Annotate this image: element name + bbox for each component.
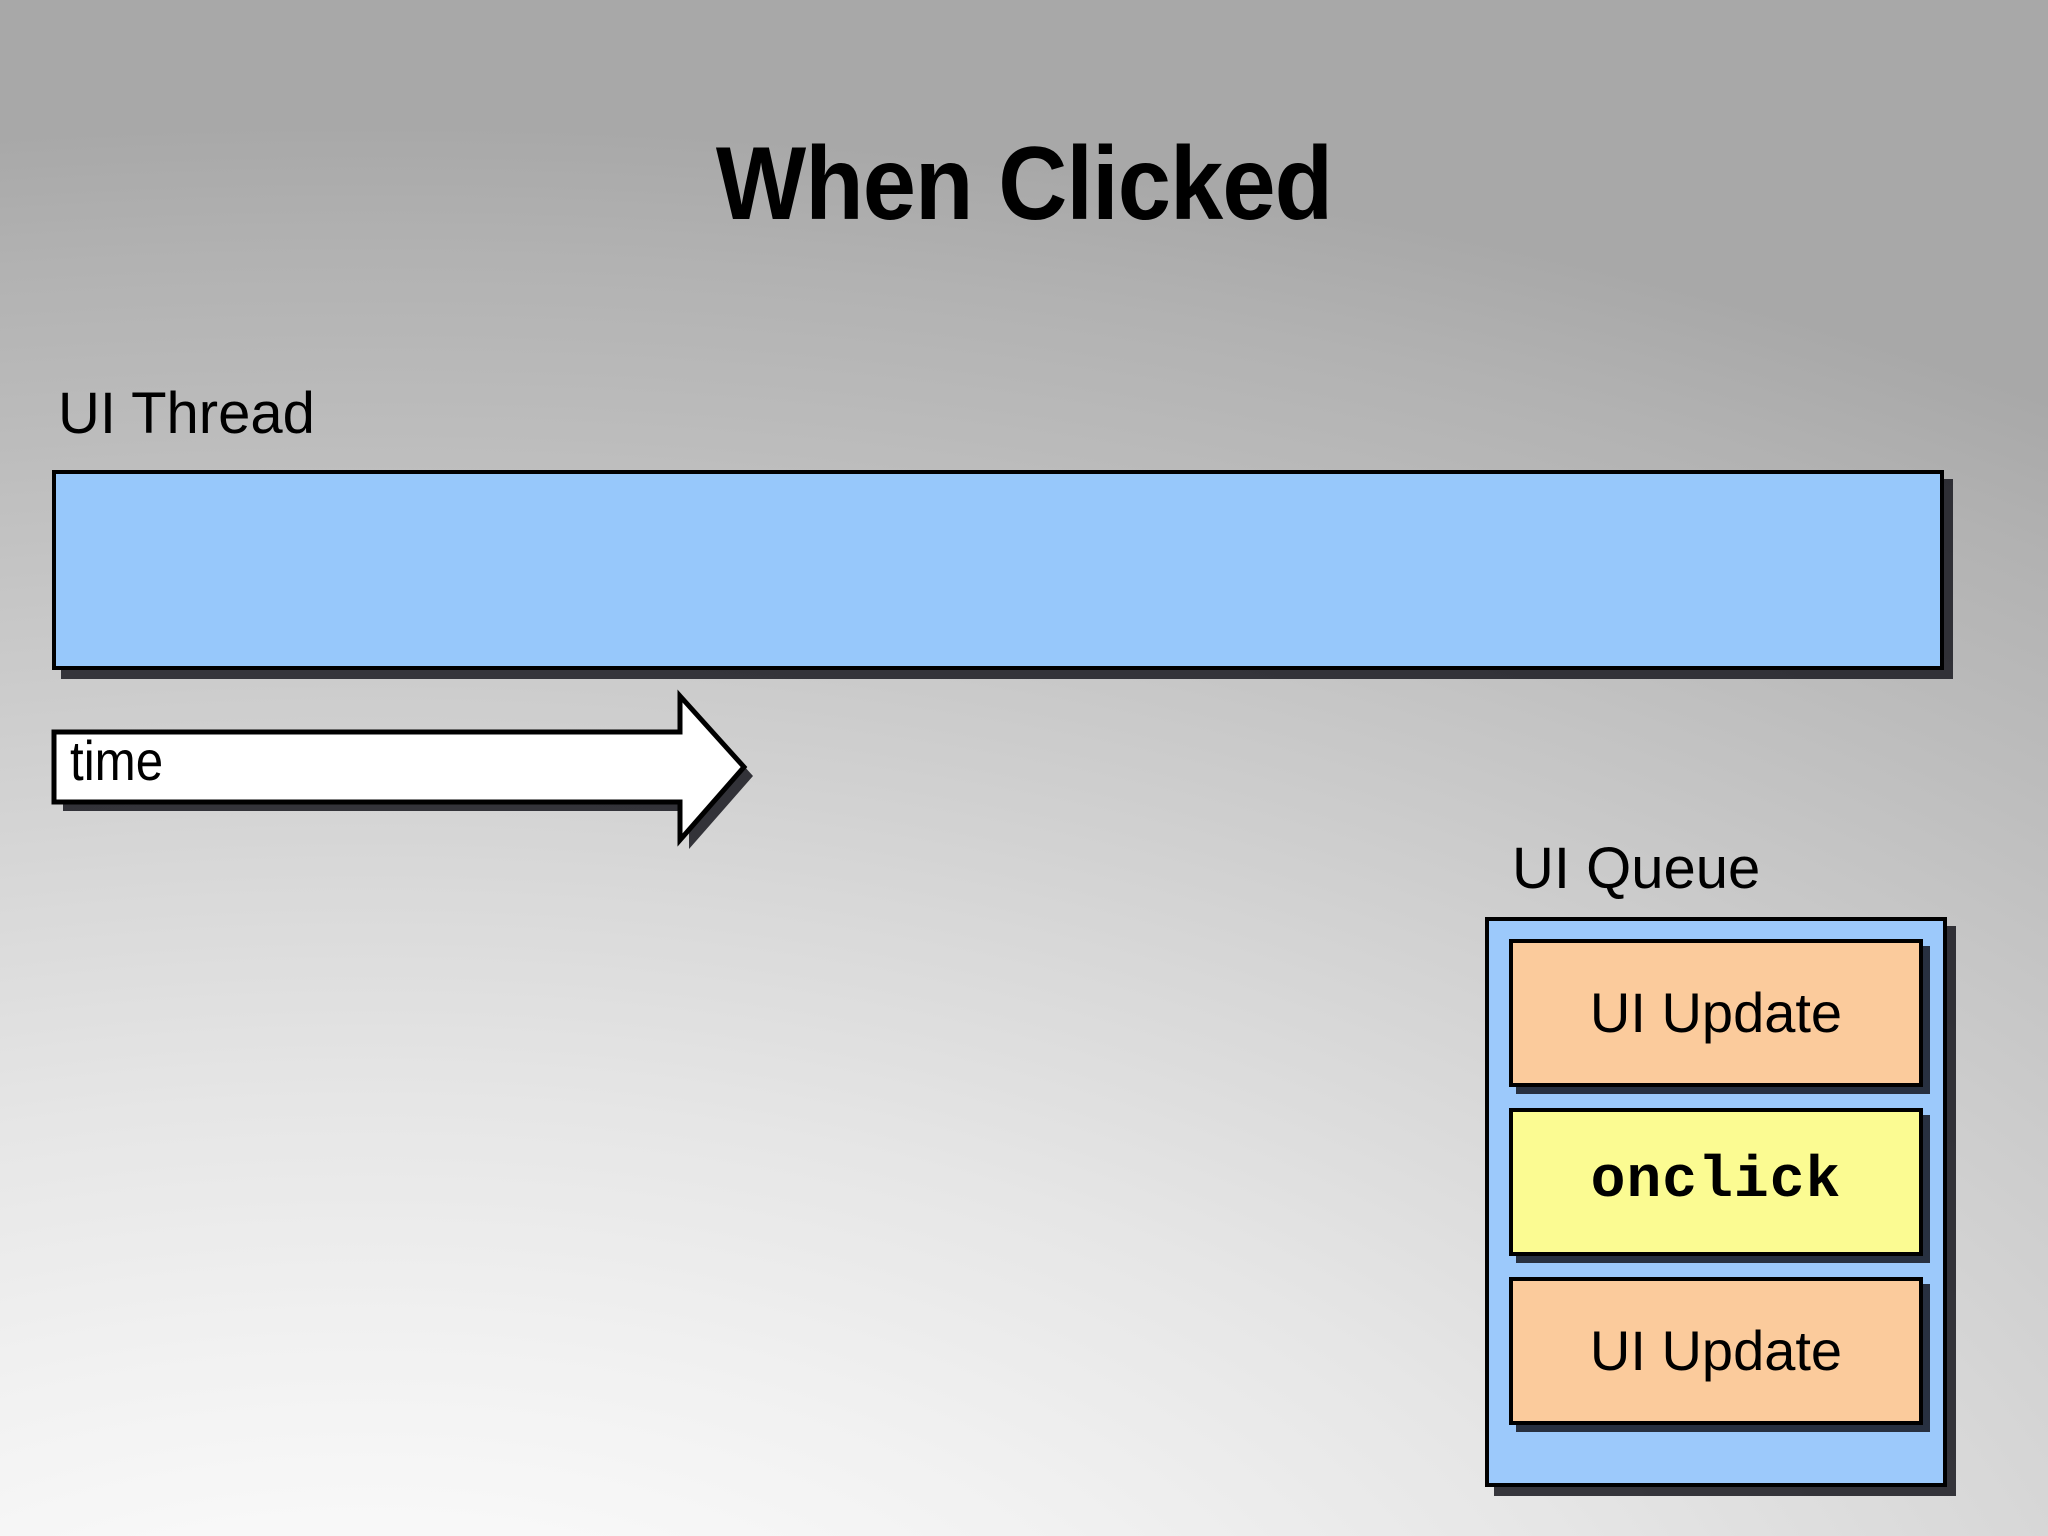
ui-queue-label: UI Queue <box>1512 836 1761 901</box>
time-arrow-label: time <box>70 729 164 792</box>
queue-item-label: UI Update <box>1589 981 1843 1044</box>
queue-item-label: onclick <box>1590 1149 1842 1214</box>
page-title: When Clicked <box>715 126 1333 242</box>
queue-item: onclick <box>1509 1108 1923 1256</box>
ui-queue-container: UI Update onclick UI Update <box>1485 917 1947 1487</box>
queue-item: UI Update <box>1509 939 1923 1087</box>
ui-thread-bar <box>52 470 1944 670</box>
queue-item-label: UI Update <box>1589 1319 1843 1382</box>
time-arrow: time <box>48 689 753 850</box>
ui-thread-label: UI Thread <box>58 381 315 446</box>
queue-item: UI Update <box>1509 1277 1923 1425</box>
time-arrow-icon <box>51 689 753 849</box>
